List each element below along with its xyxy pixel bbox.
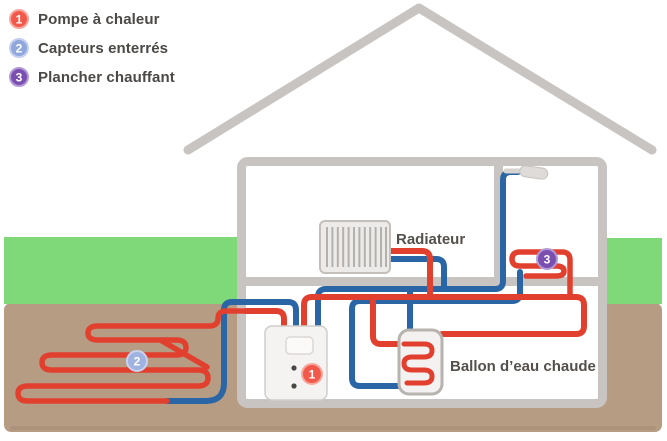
grass-right (607, 238, 662, 304)
radiator (319, 220, 391, 274)
legend-badge-1-circle (9, 9, 29, 29)
water-tank (397, 328, 444, 396)
heat-pump-display (285, 336, 314, 355)
legend: 1 Pompe à chaleur 2 Capteurs enterrés 3 … (8, 8, 175, 88)
ground-collector-serpentine (15, 308, 249, 404)
legend-item-3-label: Plancher chauffant (38, 68, 175, 86)
badge-1-number: 1 (309, 368, 316, 382)
legend-badge-1-number: 1 (16, 13, 23, 27)
radiator-fins (326, 227, 387, 267)
grass-left (4, 237, 237, 304)
legend-item-pompe-a-chaleur: 1 Pompe à chaleur (8, 8, 175, 30)
pump-to-tank-pipe (370, 294, 405, 347)
badge-2-circle (126, 350, 148, 372)
badge-plancher-chauffant: 3 (536, 248, 558, 270)
ground-loop-supply-pipe (243, 308, 287, 337)
legend-badge-2-number: 2 (16, 42, 23, 56)
legend-badge-3: 3 (9, 67, 29, 87)
legend-item-1-label: Pompe à chaleur (38, 10, 160, 28)
radiator-label: Radiateur (396, 231, 465, 248)
badge-pompe-a-chaleur: 1 (301, 363, 323, 385)
legend-item-2-label: Capteurs enterrés (38, 39, 169, 57)
shower (503, 165, 549, 180)
legend-item-capteurs-enterres: 2 Capteurs enterrés (8, 37, 175, 59)
badge-3-circle (536, 248, 558, 270)
legend-item-plancher-chauffant: 3 Plancher chauffant (8, 66, 175, 88)
badge-3-number: 3 (544, 253, 551, 267)
badge-1-circle (301, 363, 323, 385)
soil-bottom-edge (10, 426, 656, 430)
floor-slab (243, 277, 601, 286)
heat-pump-knob-top (291, 365, 297, 371)
shower-head (519, 165, 549, 180)
legend-badge-3-number: 3 (16, 71, 23, 85)
badge-capteurs-enterres: 2 (126, 350, 148, 372)
ground-loop-return-pipe (164, 299, 299, 404)
legend-badge-3-circle (9, 67, 29, 87)
ground-collector-diagonal (159, 338, 210, 370)
radiator-return-pipe (386, 256, 447, 292)
legend-badge-1: 1 (9, 9, 29, 29)
roof (183, 3, 657, 155)
heat-pump-knob-bottom (291, 383, 297, 389)
heat-pump (264, 325, 328, 401)
heating-main-pipe (301, 294, 587, 337)
badge-2-number: 2 (134, 355, 141, 369)
radiator-supply-pipe (386, 248, 433, 300)
water-tank-label: Ballon d’eau chaude (450, 358, 596, 375)
hot-pipes (15, 248, 587, 404)
legend-badge-2-circle (9, 38, 29, 58)
floor-heating-coil (509, 249, 573, 300)
shower-supply-pipe (315, 169, 521, 337)
water-tank-coil (401, 341, 435, 386)
legend-badge-2: 2 (9, 38, 29, 58)
interior-wall (494, 164, 503, 280)
